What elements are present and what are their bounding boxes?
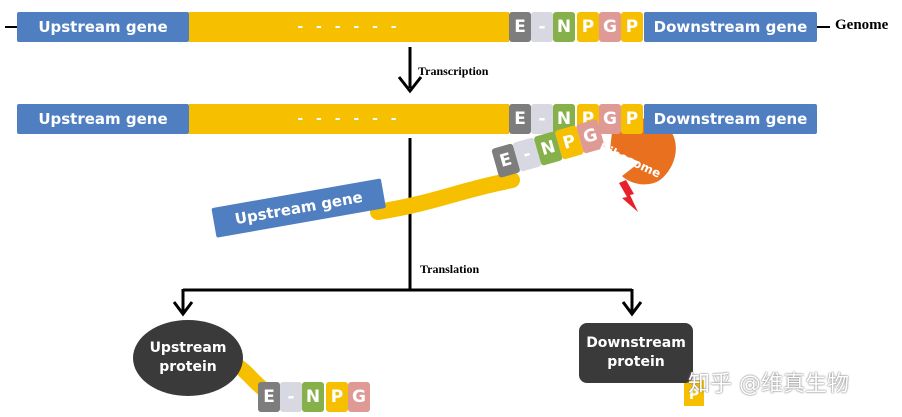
- left-branch-arrowhead: [172, 301, 194, 317]
- nascent-linker: [370, 172, 520, 220]
- upstream-protein-line1: Upstream: [149, 340, 227, 356]
- upstream-protein-aa-n: N: [302, 382, 324, 412]
- upstream-protein-aa-dash: -: [280, 382, 302, 412]
- genome-linker: - - - - - -: [189, 12, 509, 42]
- genome-upstream-gene: Upstream gene: [17, 12, 189, 42]
- translation-label: Translation: [420, 262, 480, 276]
- ribosome-shape: [610, 118, 676, 185]
- upstream-protein-aa-e: E: [258, 382, 280, 412]
- transcription-arrow-head: [397, 76, 423, 94]
- upstream-protein-aa-g: G: [348, 382, 370, 412]
- downstream-protein-aa-p: P: [688, 387, 700, 403]
- genome-aa-n: N: [553, 12, 575, 42]
- mrna-aa-g: G: [599, 104, 621, 134]
- genome-aa-p: P: [577, 12, 599, 42]
- mrna-downstream-gene: Downstream gene: [644, 104, 817, 134]
- watermark: 知乎 @维真生物: [688, 372, 849, 397]
- genome-aa-g: G: [599, 12, 621, 42]
- genome-downstream-gene: Downstream gene: [644, 12, 817, 42]
- genome-aa-dash: -: [531, 12, 553, 42]
- upstream-protein-aa-p: P: [326, 382, 348, 412]
- mrna-linker: - - - - - -: [189, 104, 509, 134]
- downstream-protein-line1: Downstream: [586, 335, 686, 351]
- upstream-protein: Upstream protein: [133, 320, 243, 396]
- downstream-protein: Downstream protein: [579, 323, 693, 383]
- mrna-aa-p2: P: [621, 104, 643, 134]
- genome-label: Genome: [835, 17, 889, 33]
- spark-icon: [619, 180, 638, 212]
- transcription-label: Transcription: [418, 64, 489, 78]
- mrna-aa-e: E: [509, 104, 531, 134]
- mrna-aa-dash: -: [531, 104, 553, 134]
- genome-aa-e: E: [509, 12, 531, 42]
- mrna-upstream-gene: Upstream gene: [17, 104, 189, 134]
- downstream-protein-tail: [684, 380, 704, 406]
- right-branch-arrowhead: [621, 301, 643, 317]
- upstream-protein-line2: protein: [159, 359, 217, 375]
- genome-aa-p2: P: [621, 12, 643, 42]
- downstream-protein-line2: protein: [607, 354, 665, 370]
